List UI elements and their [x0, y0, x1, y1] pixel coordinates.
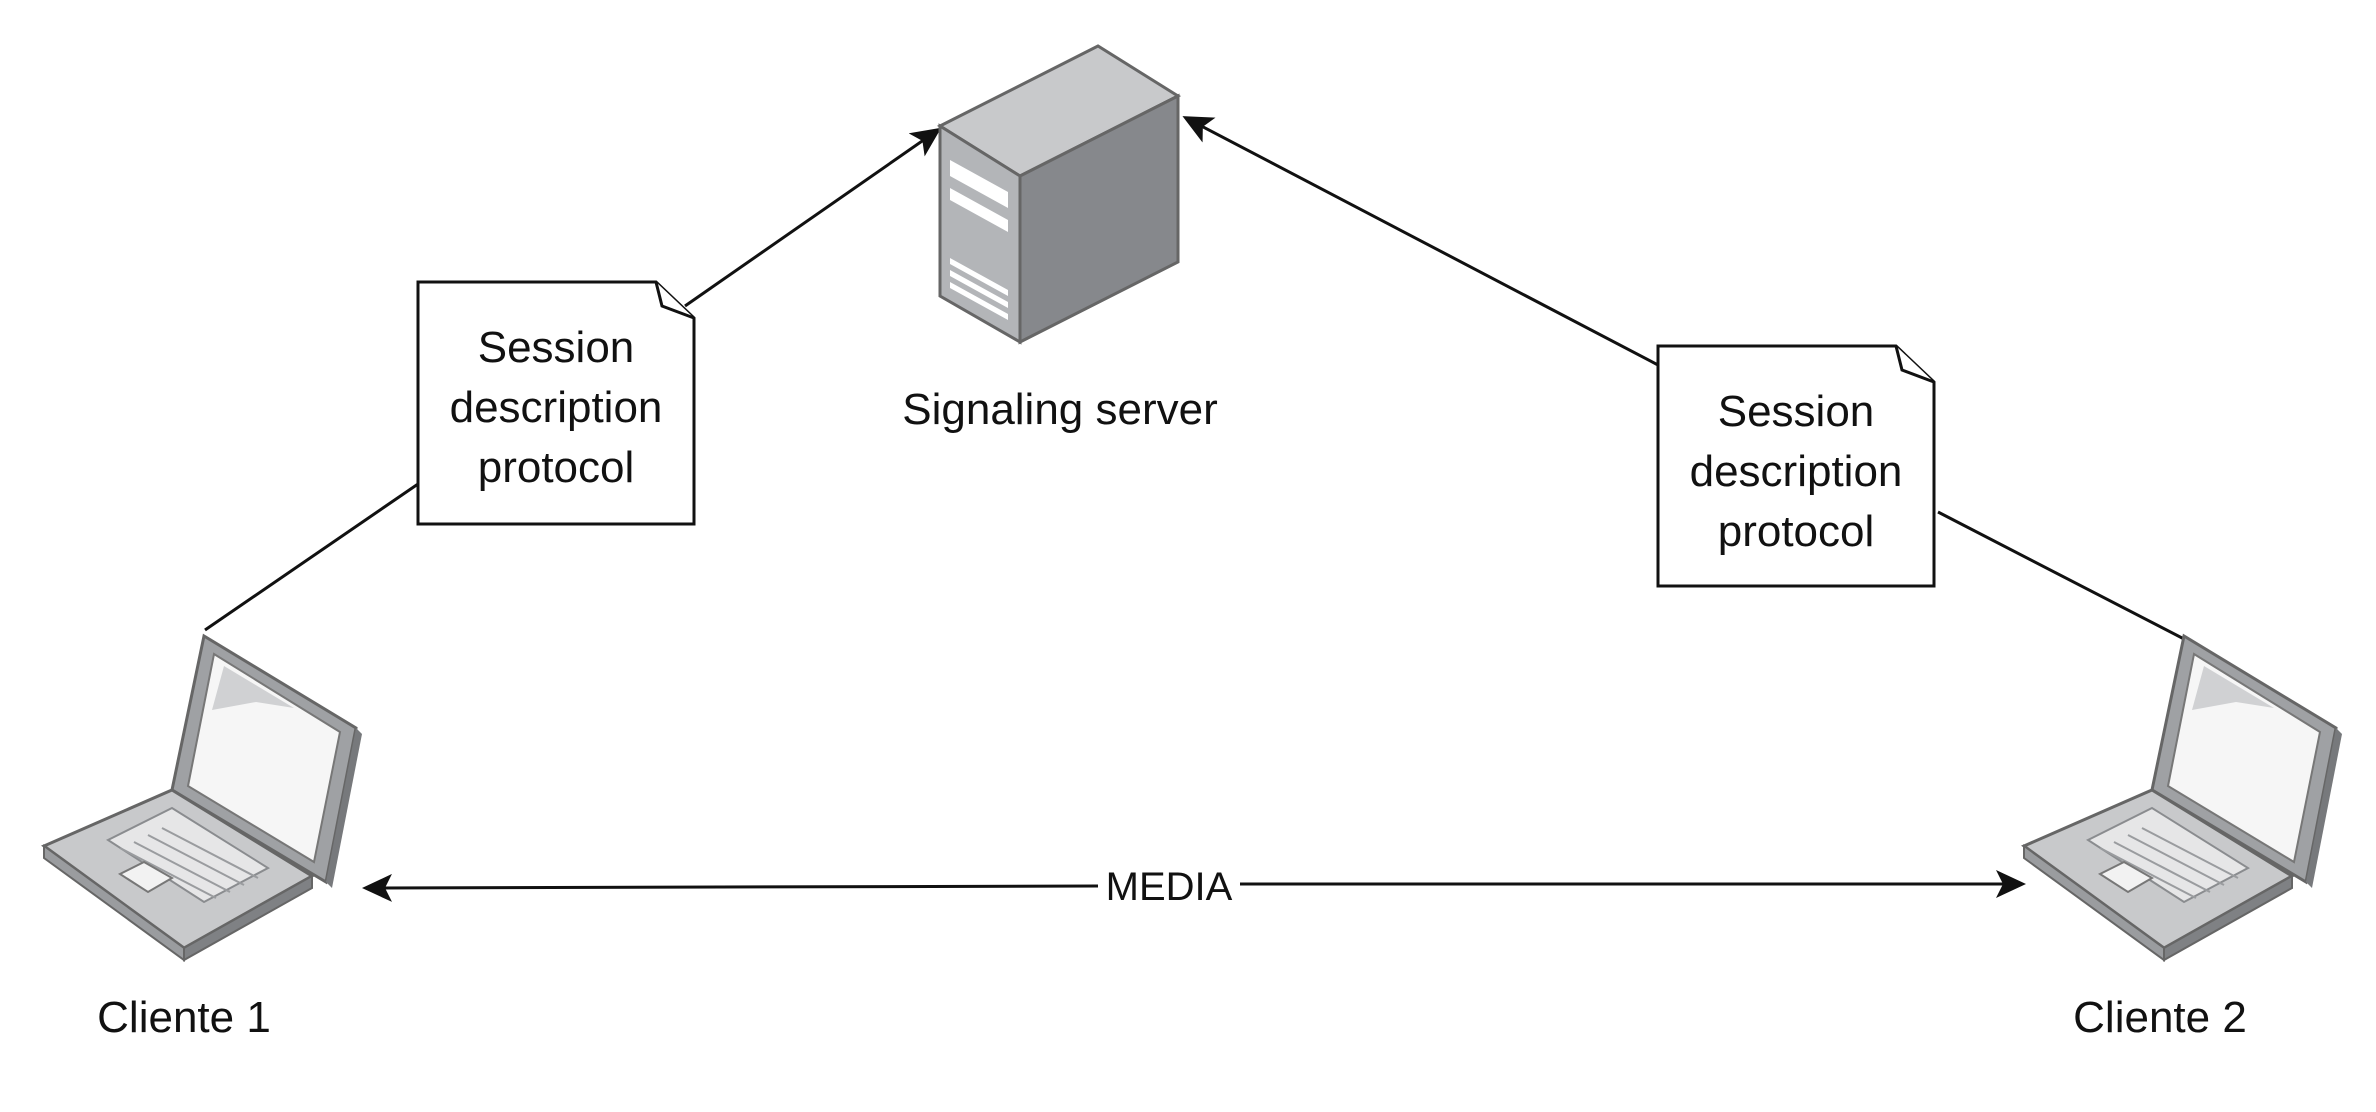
connector-client2-to-note2	[1937, 510, 2187, 642]
laptop-icon	[41, 633, 362, 962]
arrow-note1-to-server	[684, 127, 942, 308]
sdp-note-2: Session description protocol	[1656, 344, 1936, 588]
note-2-line-1: Session	[1718, 387, 1875, 436]
note-1-line-1: Session	[478, 323, 635, 372]
media-label: MEDIA	[1106, 865, 1233, 909]
note-1-line-2: description	[450, 383, 663, 432]
client-2-label: Cliente 2	[2073, 993, 2247, 1042]
laptop-icon	[2021, 633, 2342, 962]
note-2-line-3: protocol	[1718, 507, 1875, 556]
client-1-label: Cliente 1	[97, 993, 271, 1042]
sdp-note-1: Session description protocol	[416, 280, 696, 526]
media-arrow-left	[362, 873, 1099, 902]
server-label: Signaling server	[902, 385, 1218, 434]
note-2-line-2: description	[1690, 447, 1903, 496]
server-icon	[936, 44, 1182, 345]
note-1-line-3: protocol	[478, 443, 635, 492]
arrow-note2-to-server	[1182, 116, 1659, 367]
connector-client1-to-note1	[204, 482, 419, 632]
